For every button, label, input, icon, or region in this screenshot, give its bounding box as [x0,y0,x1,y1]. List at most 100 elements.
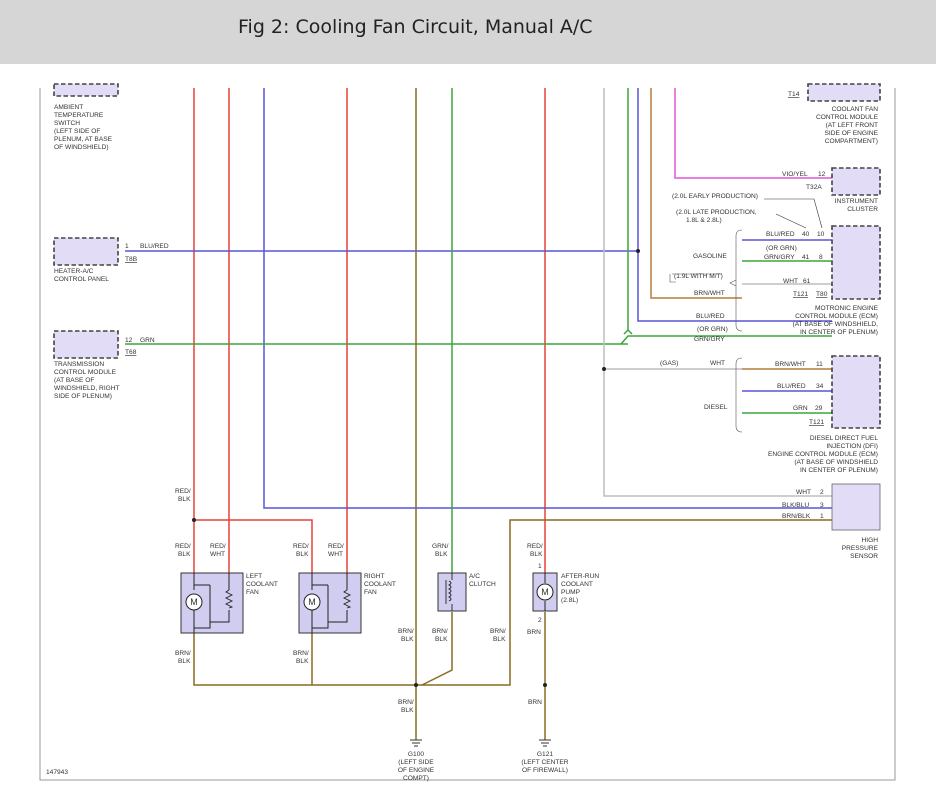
svg-text:(AT LEFT FRONT: (AT LEFT FRONT [826,122,878,129]
svg-text:1: 1 [125,243,129,250]
svg-text:GRN/: GRN/ [432,543,449,550]
left-coolant-fan: RED/ BLK RED/ WHT M LEFT COOLANT FAN BRN… [175,543,278,665]
wire-brn-wht [650,88,742,299]
svg-text:BLK: BLK [435,636,448,643]
svg-text:WHT: WHT [796,489,811,496]
diagram-frame [39,88,896,781]
svg-text:OF WINDSHIELD): OF WINDSHIELD) [54,144,109,151]
svg-text:BLU/RED: BLU/RED [696,313,725,320]
svg-text:3: 3 [820,502,824,509]
wire-brn-blk-clutch [421,612,453,686]
svg-text:WHT: WHT [783,278,798,285]
svg-text:1.8L & 2.8L): 1.8L & 2.8L) [686,217,722,224]
splice-dots [192,249,640,687]
wire-grn [125,88,832,345]
mt-note-bracket [669,273,722,283]
svg-text:CONTROL MODULE: CONTROL MODULE [54,369,117,376]
ambient-temperature-switch: AMBIENT TEMPERATURE SWITCH (LEFT SIDE OF… [53,83,119,151]
svg-text:FAN: FAN [364,589,377,596]
svg-text:1: 1 [538,563,542,570]
svg-text:CLUSTER: CLUSTER [847,206,878,213]
svg-text:(LEFT CENTER: (LEFT CENTER [521,759,568,766]
svg-text:PUMP: PUMP [561,589,581,596]
svg-text:29: 29 [815,405,823,412]
svg-text:TRANSMISSION: TRANSMISSION [54,361,104,368]
svg-text:41: 41 [802,254,810,261]
svg-text:COMPARTMENT): COMPARTMENT) [825,138,878,145]
ecm-bracket [729,229,743,332]
svg-text:DIESEL: DIESEL [704,404,728,411]
svg-text:CLUTCH: CLUTCH [469,581,496,588]
right-coolant-fan: RED/ BLK RED/ WHT M RIGHT COOLANT FAN BR… [293,543,396,665]
svg-text:VIO/YEL: VIO/YEL [782,171,808,178]
svg-text:40: 40 [802,231,810,238]
svg-text:BRN/: BRN/ [490,628,506,635]
svg-text:COOLANT FAN: COOLANT FAN [832,106,879,113]
svg-text:IN CENTER OF PLENUM): IN CENTER OF PLENUM) [800,467,878,474]
svg-text:10: 10 [817,231,825,238]
svg-text:CONTROL MODULE: CONTROL MODULE [816,114,879,121]
svg-text:1: 1 [820,513,824,520]
svg-text:GRN/GRY: GRN/GRY [764,254,795,261]
svg-text:INJECTION (DFI): INJECTION (DFI) [826,443,878,450]
svg-text:BLK/BLU: BLK/BLU [782,502,809,509]
svg-text:(AT BASE OF WINDSHIELD,: (AT BASE OF WINDSHIELD, [793,321,879,328]
ground-g121: BRN G121 (LEFT CENTER OF FIREWALL) [521,699,568,774]
svg-text:(AT BASE OF: (AT BASE OF [54,377,94,384]
page-title: Fig 2: Cooling Fan Circuit, Manual A/C [238,16,593,38]
ac-clutch: GRN/ BLK A/C CLUTCH BRN/ BLK [432,543,496,643]
svg-text:8: 8 [819,254,823,261]
svg-text:BLU/RED: BLU/RED [777,383,806,390]
svg-text:GASOLINE: GASOLINE [693,253,727,260]
coolant-fan-control-module: T14 COOLANT FAN CONTROL MODULE (AT LEFT … [788,83,881,145]
svg-text:T121: T121 [809,419,824,426]
wire-vio-yel [674,88,832,179]
svg-text:CONTROL PANEL: CONTROL PANEL [54,276,109,283]
svg-text:RED/: RED/ [293,543,309,550]
ground-icon [539,739,551,747]
svg-text:(OR GRN): (OR GRN) [766,245,797,252]
svg-text:2: 2 [538,617,542,624]
svg-text:BRN: BRN [528,699,542,706]
top-red-blk-label: RED/ BLK [175,488,191,503]
wires [125,88,832,740]
ground-icon [410,739,422,747]
svg-text:BLK: BLK [401,707,414,714]
ecm-left-labels: (1.9L WITH M/T) BRN/WHT BLU/RED (OR GRN)… [660,273,728,411]
svg-text:BLK: BLK [401,636,414,643]
wire-blu-red [125,88,832,322]
instrument-cluster: VIO/YEL 12 T32A INSTRUMENT CLUSTER [782,167,881,213]
svg-text:(AT BASE OF WINDSHIELD: (AT BASE OF WINDSHIELD [794,459,878,466]
svg-text:WHT: WHT [710,360,725,367]
svg-text:(2.0L LATE PRODUCTION,: (2.0L LATE PRODUCTION, [676,209,757,216]
svg-text:M: M [190,597,198,607]
svg-text:BRN/BLK: BRN/BLK [782,513,811,520]
svg-text:GRN/GRY: GRN/GRY [694,336,725,343]
svg-text:GRN: GRN [140,337,155,344]
svg-text:(LEFT SIDE: (LEFT SIDE [398,759,434,766]
svg-text:34: 34 [816,383,824,390]
splice-dot [602,367,606,371]
svg-text:DIESEL DIRECT FUEL: DIESEL DIRECT FUEL [810,435,878,442]
svg-text:RED/: RED/ [175,543,191,550]
high-pressure-sensor: WHT 2 BLK/BLU 3 BRN/BLK 1 HIGH PRESSURE … [782,483,881,560]
note-arrow-late [775,213,807,229]
diesel-dfi-ecm: BRN/WHT 11 BLU/RED 34 GRN 29 T121 DIESEL… [735,355,881,474]
svg-text:BRN/WHT: BRN/WHT [775,361,806,368]
wire-wht-sensor [603,88,832,497]
svg-text:BRN: BRN [527,629,541,636]
svg-text:BRN/: BRN/ [398,699,414,706]
svg-text:BRN/: BRN/ [175,650,191,657]
svg-text:HEATER-A/C: HEATER-A/C [54,268,94,275]
after-run-coolant-pump: RED/ BLK 1 M 2 AFTER-RUN COOLANT PUMP (2… [527,543,599,636]
svg-text:TEMPERATURE: TEMPERATURE [54,112,104,119]
splice-dot [543,683,547,687]
svg-text:M: M [308,597,316,607]
motor-icon [303,593,321,611]
svg-text:(1.9L WITH M/T): (1.9L WITH M/T) [674,273,723,280]
splice-dot [636,249,640,253]
svg-text:SIDE OF PLENUM): SIDE OF PLENUM) [54,393,112,400]
svg-text:T8B: T8B [125,256,138,263]
svg-text:RED/: RED/ [175,488,191,495]
